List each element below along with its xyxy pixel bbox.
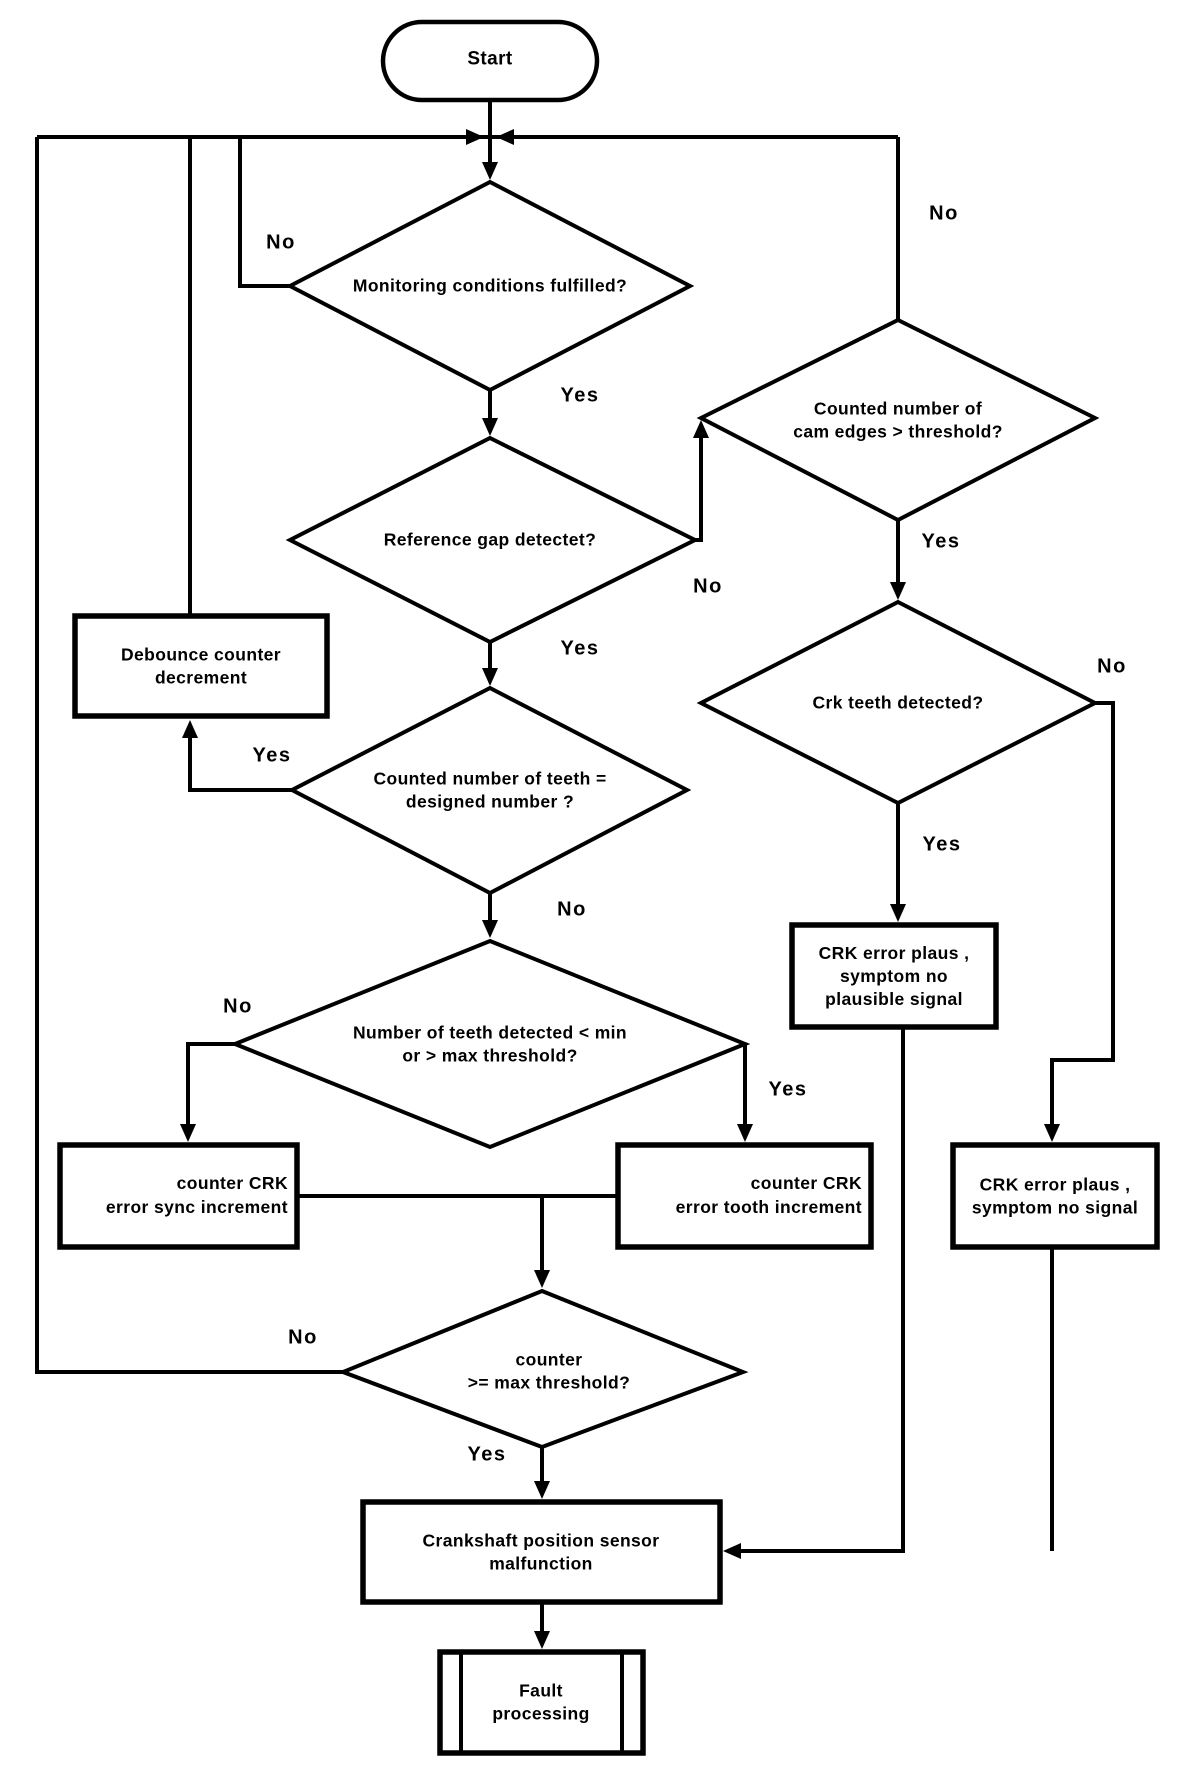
cam-edges-diamond-shape bbox=[696, 317, 1100, 523]
no-signal-box-shape bbox=[950, 1142, 1160, 1250]
fault-box-shape bbox=[437, 1649, 646, 1756]
crk-no-label: No bbox=[1097, 655, 1127, 678]
reference-yes-label: Yes bbox=[560, 637, 600, 660]
arrow-junction-right bbox=[496, 129, 514, 145]
arrow-into-minmax bbox=[482, 920, 498, 938]
malfunction-box-label: Crankshaft position sensor malfunction bbox=[422, 1530, 660, 1573]
monitoring-diamond-shape bbox=[285, 179, 695, 393]
reference-gap-diamond-label: Reference gap detectet? bbox=[383, 529, 597, 550]
monitoring-diamond-label: Monitoring conditions fulfilled? bbox=[352, 275, 628, 296]
start-node-shape bbox=[380, 19, 600, 103]
sync-box-label: counter CRK error sync increment bbox=[105, 1173, 288, 1217]
crk-yes-label: Yes bbox=[922, 833, 962, 856]
reference-no-label: No bbox=[693, 575, 723, 598]
arrow-into-monitoring bbox=[482, 162, 498, 180]
minmax-yes-label: Yes bbox=[768, 1078, 808, 1101]
counter-max-diamond-shape bbox=[337, 1288, 749, 1450]
no-signal-box-label: CRK error plaus , symptom no signal bbox=[971, 1174, 1139, 1217]
edge-no-plausible-drop bbox=[740, 1027, 905, 1553]
teeth-designed-diamond-shape bbox=[287, 685, 692, 896]
arrow-into-tooth-box bbox=[737, 1124, 753, 1142]
cam-edges-diamond-label: Counted number of cam edges > threshold? bbox=[793, 398, 1003, 441]
teeth-designed-yes-label: Yes bbox=[252, 744, 292, 767]
arrow-into-cam-edges bbox=[693, 420, 709, 438]
fault-box-label: Fault processing bbox=[492, 1680, 590, 1723]
crk-teeth-diamond-label: Crk teeth detected? bbox=[812, 692, 984, 713]
start-node-label: Start bbox=[467, 48, 513, 70]
arrow-into-sync-box bbox=[180, 1124, 196, 1142]
monitoring-yes-label: Yes bbox=[560, 384, 600, 407]
arrow-into-fault bbox=[534, 1631, 550, 1649]
arrow-into-reference bbox=[482, 418, 498, 436]
counter-yes-label: Yes bbox=[467, 1443, 507, 1466]
counter-max-diamond-label: counter >= max threshold? bbox=[467, 1349, 631, 1392]
arrow-into-no-plausible-box bbox=[890, 904, 906, 922]
reference-gap-diamond-shape bbox=[285, 435, 700, 645]
arrow-junction-left bbox=[466, 129, 484, 145]
arrow-into-malfunction-top bbox=[534, 1481, 550, 1499]
debounce-box-label: Debounce counter decrement bbox=[120, 644, 282, 687]
cam-no-label: No bbox=[929, 202, 959, 225]
teeth-minmax-diamond-shape bbox=[229, 938, 751, 1150]
malfunction-box-shape bbox=[360, 1499, 723, 1605]
teeth-designed-diamond-label: Counted number of teeth = designed numbe… bbox=[373, 768, 607, 811]
arrow-into-teeth-designed bbox=[482, 668, 498, 686]
no-plausible-box-label: CRK error plaus , symptom no plausible s… bbox=[818, 942, 970, 1009]
edge-teeth-designed-yes bbox=[188, 734, 292, 792]
debounce-box-shape bbox=[72, 613, 330, 719]
edge-crk-no bbox=[1050, 701, 1115, 1128]
arrow-into-debounce bbox=[182, 720, 198, 738]
monitoring-no-label: No bbox=[266, 231, 296, 254]
teeth-minmax-diamond-label: Number of teeth detected < min or > max … bbox=[352, 1022, 628, 1065]
counter-no-label: No bbox=[288, 1326, 318, 1349]
crk-teeth-diamond-shape bbox=[696, 599, 1100, 806]
teeth-designed-no-label: No bbox=[557, 898, 587, 921]
arrow-into-no-signal-box bbox=[1044, 1124, 1060, 1142]
edge-monitoring-no-return bbox=[238, 137, 290, 288]
edge-counter-no-return bbox=[35, 137, 343, 1374]
edge-reference-no bbox=[695, 432, 703, 542]
tooth-box-shape bbox=[615, 1142, 874, 1250]
edge-minmax-no bbox=[186, 1042, 235, 1128]
sync-box-shape bbox=[57, 1142, 300, 1250]
no-plausible-box-shape bbox=[789, 922, 999, 1030]
minmax-no-label: No bbox=[223, 995, 253, 1018]
arrow-into-crk-teeth bbox=[890, 582, 906, 600]
arrow-into-malfunction-right bbox=[723, 1543, 741, 1559]
arrow-into-counter-diamond bbox=[534, 1270, 550, 1288]
tooth-box-label: counter CRK error tooth increment bbox=[675, 1173, 862, 1217]
cam-yes-label: Yes bbox=[921, 530, 961, 553]
